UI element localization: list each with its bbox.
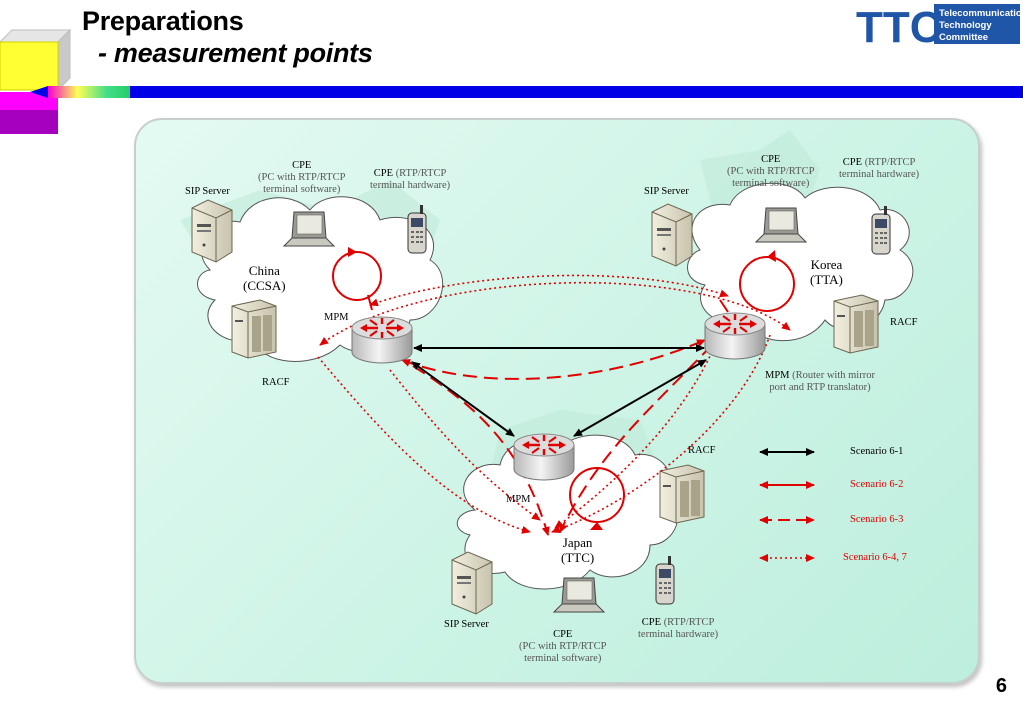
japan-mpm-label: MPM <box>506 494 531 505</box>
japan-cpe-pc-label: CPE (PC with RTP/RTCP terminal software) <box>519 629 606 665</box>
korea-cpe-hw-line1: (RTP/RTCP <box>864 157 916 168</box>
china-racf-icon <box>231 299 277 359</box>
korea-cpe-pc-title: CPE <box>761 154 781 165</box>
legend-label-scenario-6-1: Scenario 6-1 <box>850 446 904 457</box>
japan-cpe-hw-label: CPE (RTP/RTCP terminal hardware) <box>638 617 718 641</box>
scenario-solid-red-loops <box>332 247 795 530</box>
china-region-label: China (CCSA) <box>243 263 286 293</box>
korea-mpm-label: MPM (Router with mirror port and RTP tra… <box>765 370 875 394</box>
header-bar <box>30 86 1023 98</box>
korea-mpm-router-icon <box>703 311 767 361</box>
china-cpe-pc-line2: terminal software) <box>263 184 341 195</box>
svg-text:TTC: TTC <box>856 3 942 46</box>
korea-org: (TTA) <box>810 272 843 287</box>
china-sip-server-icon <box>191 199 233 263</box>
china-cpe-hw-label: CPE (RTP/RTCP terminal hardware) <box>370 168 450 192</box>
korea-name: Korea <box>810 257 843 272</box>
page-number: 6 <box>995 675 1007 697</box>
china-org: (CCSA) <box>243 278 286 293</box>
korea-cpe-pc-line2: terminal software) <box>732 178 810 189</box>
svg-text:Telecommunication: Telecommunication <box>939 8 1020 19</box>
korea-mpm-note1: (Router with mirror <box>792 370 875 381</box>
china-cpe-hw-line1: (RTP/RTCP <box>395 168 447 179</box>
svg-text:Technology: Technology <box>939 20 992 31</box>
slide-title: Preparations <box>82 6 244 36</box>
korea-sip-server-label: SIP Server <box>644 186 689 197</box>
korea-region-label: Korea (TTA) <box>810 257 843 287</box>
korea-sip-server-icon <box>651 203 693 267</box>
korea-cpe-hw-label: CPE (RTP/RTCP terminal hardware) <box>839 157 919 181</box>
korea-mpm-note2: port and RTP translator) <box>769 382 871 393</box>
japan-org: (TTC) <box>561 550 595 565</box>
legend-label-scenario-6-4: Scenario 6-4, 7 <box>843 552 907 563</box>
korea-racf-icon <box>833 294 879 354</box>
japan-cpe-hw-line1: (RTP/RTCP <box>663 617 715 628</box>
japan-region-label: Japan (TTC) <box>561 535 594 565</box>
ttc-logo-mark: TTC Telecommunication Technology Committ… <box>856 3 1023 52</box>
japan-cpe-pc-line1: (PC with RTP/RTCP <box>519 641 607 652</box>
japan-racf-icon <box>659 464 705 524</box>
japan-cpe-hw-title: CPE <box>641 617 662 628</box>
japan-cpe-pc-line2: terminal software) <box>524 653 602 664</box>
japan-cpe-hw-line2: terminal hardware) <box>638 629 719 640</box>
legend <box>759 448 815 562</box>
japan-sip-server-label: SIP Server <box>444 619 489 630</box>
slide-subtitle: - measurement points <box>98 38 373 68</box>
korea-cpe-pc-line1: (PC with RTP/RTCP <box>727 166 815 177</box>
legend-label-scenario-6-2: Scenario 6-2 <box>850 479 904 490</box>
china-racf-label: RACF <box>262 377 290 388</box>
china-cpe-hw-line2: terminal hardware) <box>370 180 451 191</box>
china-mpm-router-icon <box>350 315 414 365</box>
china-mpm-label: MPM <box>324 312 349 323</box>
japan-cpe-pc-title: CPE <box>553 629 573 640</box>
svg-text:Committee: Committee <box>939 32 988 43</box>
china-sip-server-label: SIP Server <box>185 186 230 197</box>
china-name: China <box>248 263 280 278</box>
korea-cpe-hw-title: CPE <box>842 157 863 168</box>
japan-name: Japan <box>562 535 593 550</box>
korea-racf-label: RACF <box>890 317 918 328</box>
decorative-cube <box>0 28 72 134</box>
japan-sip-server-icon <box>451 551 493 615</box>
japan-phone-icon <box>655 555 675 605</box>
scenario-dotted-paths <box>317 274 791 534</box>
korea-cpe-hw-line2: terminal hardware) <box>839 169 920 180</box>
china-cpe-pc-line1: (PC with RTP/RTCP <box>258 172 346 183</box>
korea-mpm-title: MPM <box>765 370 790 381</box>
japan-racf-label: RACF <box>688 445 716 456</box>
japan-mpm-router-icon <box>512 432 576 482</box>
china-cpe-pc-title: CPE <box>292 160 312 171</box>
scenario-solid-black-paths <box>411 344 707 437</box>
china-cpe-hw-title: CPE <box>373 168 394 179</box>
china-cpe-pc-label: CPE (PC with RTP/RTCP terminal software) <box>258 160 345 196</box>
legend-label-scenario-6-3: Scenario 6-3 <box>850 514 904 525</box>
ttc-logo: TTC Telecommunication Technology Committ… <box>856 2 1023 52</box>
korea-cpe-pc-label: CPE (PC with RTP/RTCP terminal software) <box>727 154 814 190</box>
